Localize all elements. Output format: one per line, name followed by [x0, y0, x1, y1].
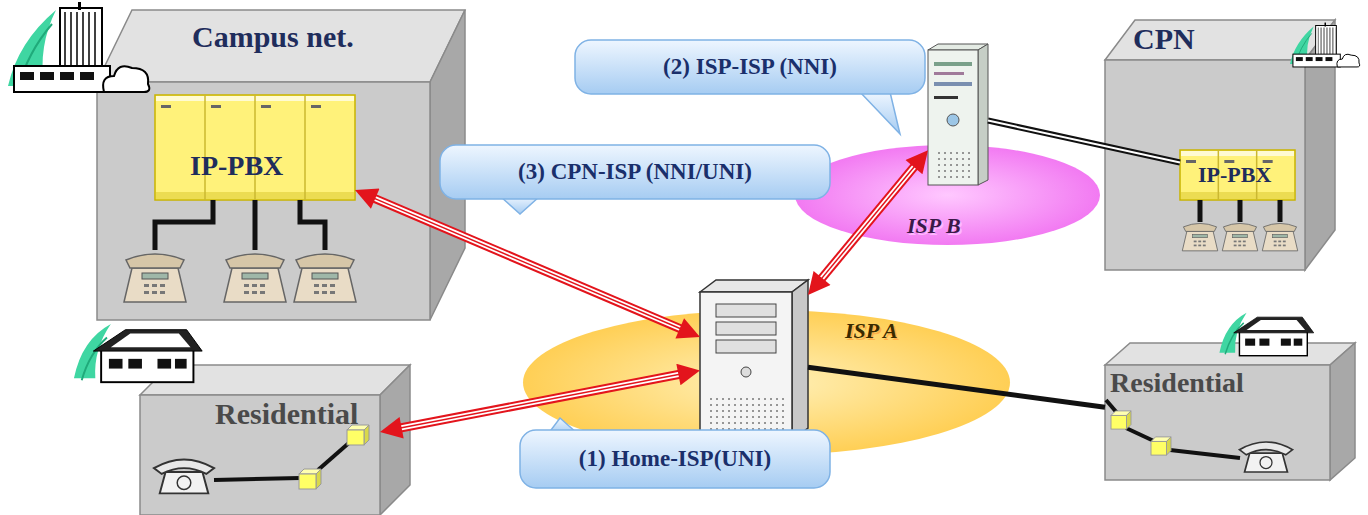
home-phone — [1239, 442, 1292, 472]
ip-phone — [1262, 223, 1297, 250]
adapter-box — [1151, 437, 1171, 455]
node-label: ISP A — [845, 318, 898, 343]
connector-stroke — [817, 161, 919, 284]
cpn-building-icon — [1290, 23, 1360, 67]
residence-box: Residential — [140, 395, 380, 515]
connector-stroke — [394, 373, 687, 429]
adapter-box — [347, 425, 369, 445]
ip-phone — [124, 254, 186, 302]
connector-stroke — [817, 161, 919, 284]
ip-phone — [1182, 223, 1217, 250]
connector-stroke — [368, 196, 687, 332]
ip-phone — [224, 254, 286, 302]
arrow-connector — [355, 190, 700, 337]
connector-stroke — [817, 161, 919, 284]
link-line — [808, 367, 1105, 407]
callout-label: (3) CPN-ISP (NNI/UNI) — [440, 145, 830, 199]
server-isp-a — [700, 280, 808, 440]
phone-wires — [155, 200, 1280, 250]
box-heading: Residential — [215, 397, 358, 432]
box-heading: Campus net. — [192, 20, 354, 55]
link-line — [988, 121, 1180, 163]
connector-stroke — [988, 121, 1180, 163]
arrow-connector — [380, 370, 700, 432]
residence-box: Residential — [1105, 365, 1330, 480]
campus-building-icon — [8, 2, 149, 92]
pbx-rack-outline — [155, 95, 355, 200]
node-label: IP-PBX — [1198, 162, 1271, 187]
connector-stroke — [988, 121, 1180, 163]
connector-stroke — [394, 373, 687, 429]
connector-stroke — [368, 196, 687, 332]
node-label: ISP B — [907, 213, 961, 238]
home-phone — [154, 459, 214, 493]
connector-stroke — [394, 373, 687, 429]
box-heading: Residential — [1110, 367, 1244, 399]
pbx-rack: IP-PBX — [1180, 150, 1295, 200]
adapter-box — [1111, 411, 1131, 429]
ip-phone — [1222, 223, 1257, 250]
house-icon — [1219, 313, 1313, 356]
arrowheads — [355, 190, 700, 337]
ip-phone — [294, 254, 356, 302]
arrowheads — [380, 370, 700, 432]
pbx-rack: IP-PBX — [155, 95, 355, 200]
arrow-connector — [808, 150, 928, 295]
callout-label: (2) ISP-ISP (NNI) — [575, 40, 925, 94]
adapter-box — [299, 469, 321, 489]
box-heading: CPN — [1133, 22, 1195, 57]
callout-label: (1) Home-ISP(UNI) — [520, 430, 830, 488]
house-icon — [74, 324, 202, 382]
connector-stroke — [808, 367, 1105, 407]
node-label: IP-PBX — [190, 150, 283, 182]
connector-stroke — [368, 196, 687, 332]
server-isp-b — [928, 44, 988, 185]
arrowheads — [808, 150, 928, 295]
callout-bubble — [440, 40, 925, 488]
